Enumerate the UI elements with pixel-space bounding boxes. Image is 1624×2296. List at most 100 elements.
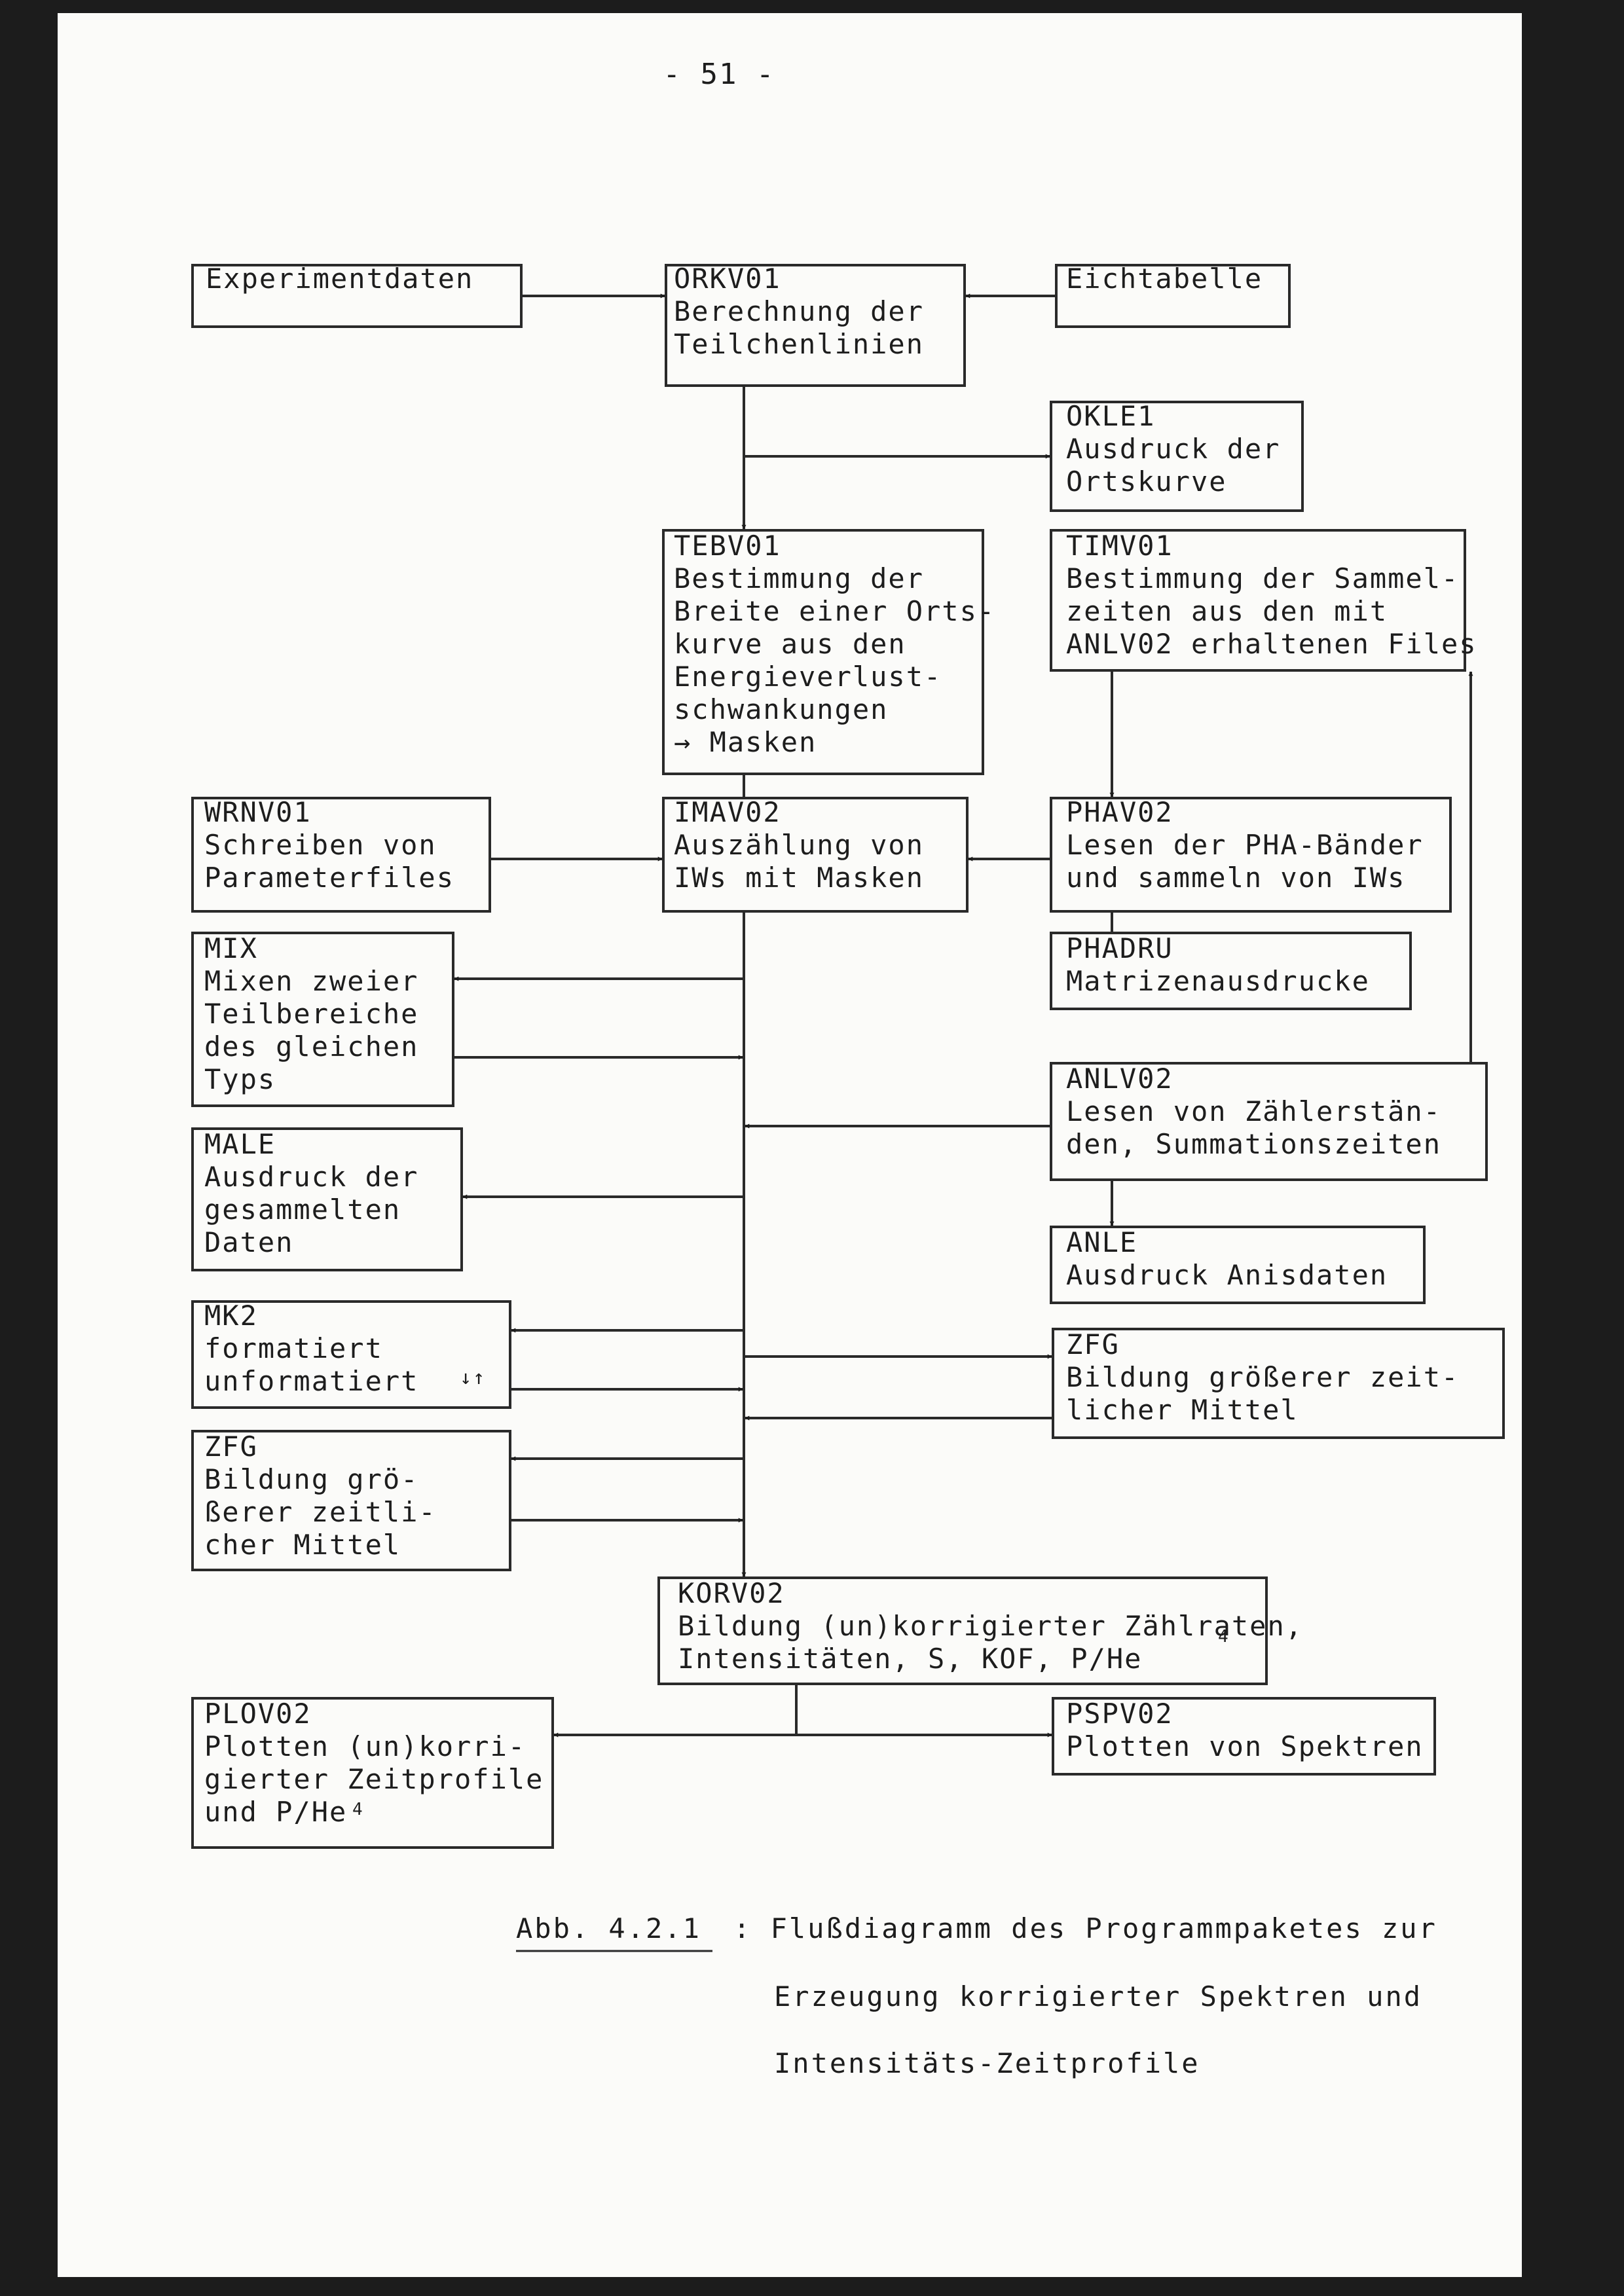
box-line: cher Mittel: [204, 1529, 401, 1561]
connectors: [453, 293, 1473, 1738]
box-line: Ausdruck der: [1066, 433, 1280, 465]
box-line: ANLV02 erhaltenen Files: [1066, 628, 1477, 660]
box-line: Berechnung der: [674, 295, 924, 327]
caption-line-2: Erzeugung korrigierter Spektren und: [774, 1980, 1422, 2013]
box-line: PHADRU: [1066, 932, 1173, 964]
box-line: Lesen der PHA-Bänder: [1066, 829, 1424, 861]
box-line: unformatiert: [204, 1365, 418, 1397]
box-line: gesammelten: [204, 1194, 401, 1226]
box-line: TEBV01: [674, 530, 781, 562]
box-line: MIX: [204, 932, 258, 964]
box-line: kurve aus den: [674, 628, 906, 660]
box-line: Parameterfiles: [204, 862, 454, 894]
caption-line-3: Intensitäts-Zeitprofile: [774, 2047, 1200, 2079]
box-line: MALE: [204, 1128, 276, 1160]
box-line: Bestimmung der Sammel-: [1066, 562, 1459, 594]
box-line: Daten: [204, 1226, 293, 1258]
box-line: Ortskurve: [1066, 465, 1227, 498]
box-line: IWs mit Masken: [674, 862, 924, 894]
box-line: des gleichen: [204, 1030, 418, 1063]
box-line: Matrizenausdrucke: [1066, 965, 1370, 997]
box-line: OKLE1: [1066, 400, 1155, 432]
box-line: Teilbereiche: [204, 998, 418, 1030]
box-line: den, Summationszeiten: [1066, 1128, 1441, 1160]
box-line: Eichtabelle: [1066, 263, 1263, 295]
box-line: zeiten aus den mit: [1066, 595, 1388, 627]
box-line: KORV02: [678, 1577, 785, 1609]
mk2-arrows: ↓↑: [460, 1366, 486, 1389]
box-line: Bildung grö-: [204, 1463, 418, 1495]
box-line: Bestimmung der: [674, 562, 924, 594]
box-line: formatiert: [204, 1332, 383, 1364]
box-line: Lesen von Zählerstän-: [1066, 1095, 1441, 1127]
page-number: - 51 -: [663, 58, 775, 91]
box-eichtabelle: Eichtabelle: [1055, 263, 1291, 328]
box-line: Plotten von Spektren: [1066, 1730, 1424, 1762]
box-line: ßerer zeitli-: [204, 1496, 437, 1528]
box-line: Breite einer Orts-: [674, 595, 995, 627]
box-line: Auszählung von: [674, 829, 924, 861]
box-line: → Masken: [674, 726, 817, 758]
box-line: ANLV02: [1066, 1063, 1173, 1095]
box-line: schwankungen: [674, 693, 888, 725]
box-line: licher Mittel: [1066, 1394, 1299, 1426]
box-line: Plotten (un)korri-: [204, 1730, 526, 1762]
box-line: IMAV02: [674, 796, 781, 828]
figure-caption: Abb. 4.2.1 : Flußdiagramm des Programmpa…: [516, 1912, 1437, 2079]
box-line: Typs: [204, 1063, 276, 1095]
box-line: Teilchenlinien: [674, 328, 924, 360]
box-line: Bildung größerer zeit-: [1066, 1361, 1459, 1393]
box-line: ORKV01: [674, 263, 781, 295]
box-line: PSPV02: [1066, 1698, 1173, 1730]
box-line: Ausdruck Anisdaten: [1066, 1259, 1388, 1291]
box-line: ANLE: [1066, 1226, 1137, 1258]
caption-line-1: : Flußdiagramm des Programmpaketes zur: [733, 1912, 1437, 1944]
box-line: TIMV01: [1066, 530, 1173, 562]
box-line: Intensitäten, S, KOF, P/He: [678, 1643, 1142, 1675]
box-experimentdaten-text: Experimentdaten: [206, 263, 473, 295]
box-line: PLOV02: [204, 1698, 312, 1730]
caption-label: Abb. 4.2.1: [516, 1912, 701, 1944]
korv02-superscript: 4: [1218, 1627, 1230, 1647]
box-line: Schreiben von: [204, 829, 437, 861]
box-line: Mixen zweier: [204, 965, 418, 997]
box-line: und P/He: [204, 1796, 347, 1828]
box-line: Bildung (un)korrigierter Zählraten,: [678, 1610, 1303, 1642]
box-line: ZFG: [204, 1430, 258, 1463]
box-line: ZFG: [1066, 1328, 1120, 1360]
box-line: MK2: [204, 1300, 258, 1332]
box-eichtabelle-text: Eichtabelle: [1066, 263, 1263, 295]
